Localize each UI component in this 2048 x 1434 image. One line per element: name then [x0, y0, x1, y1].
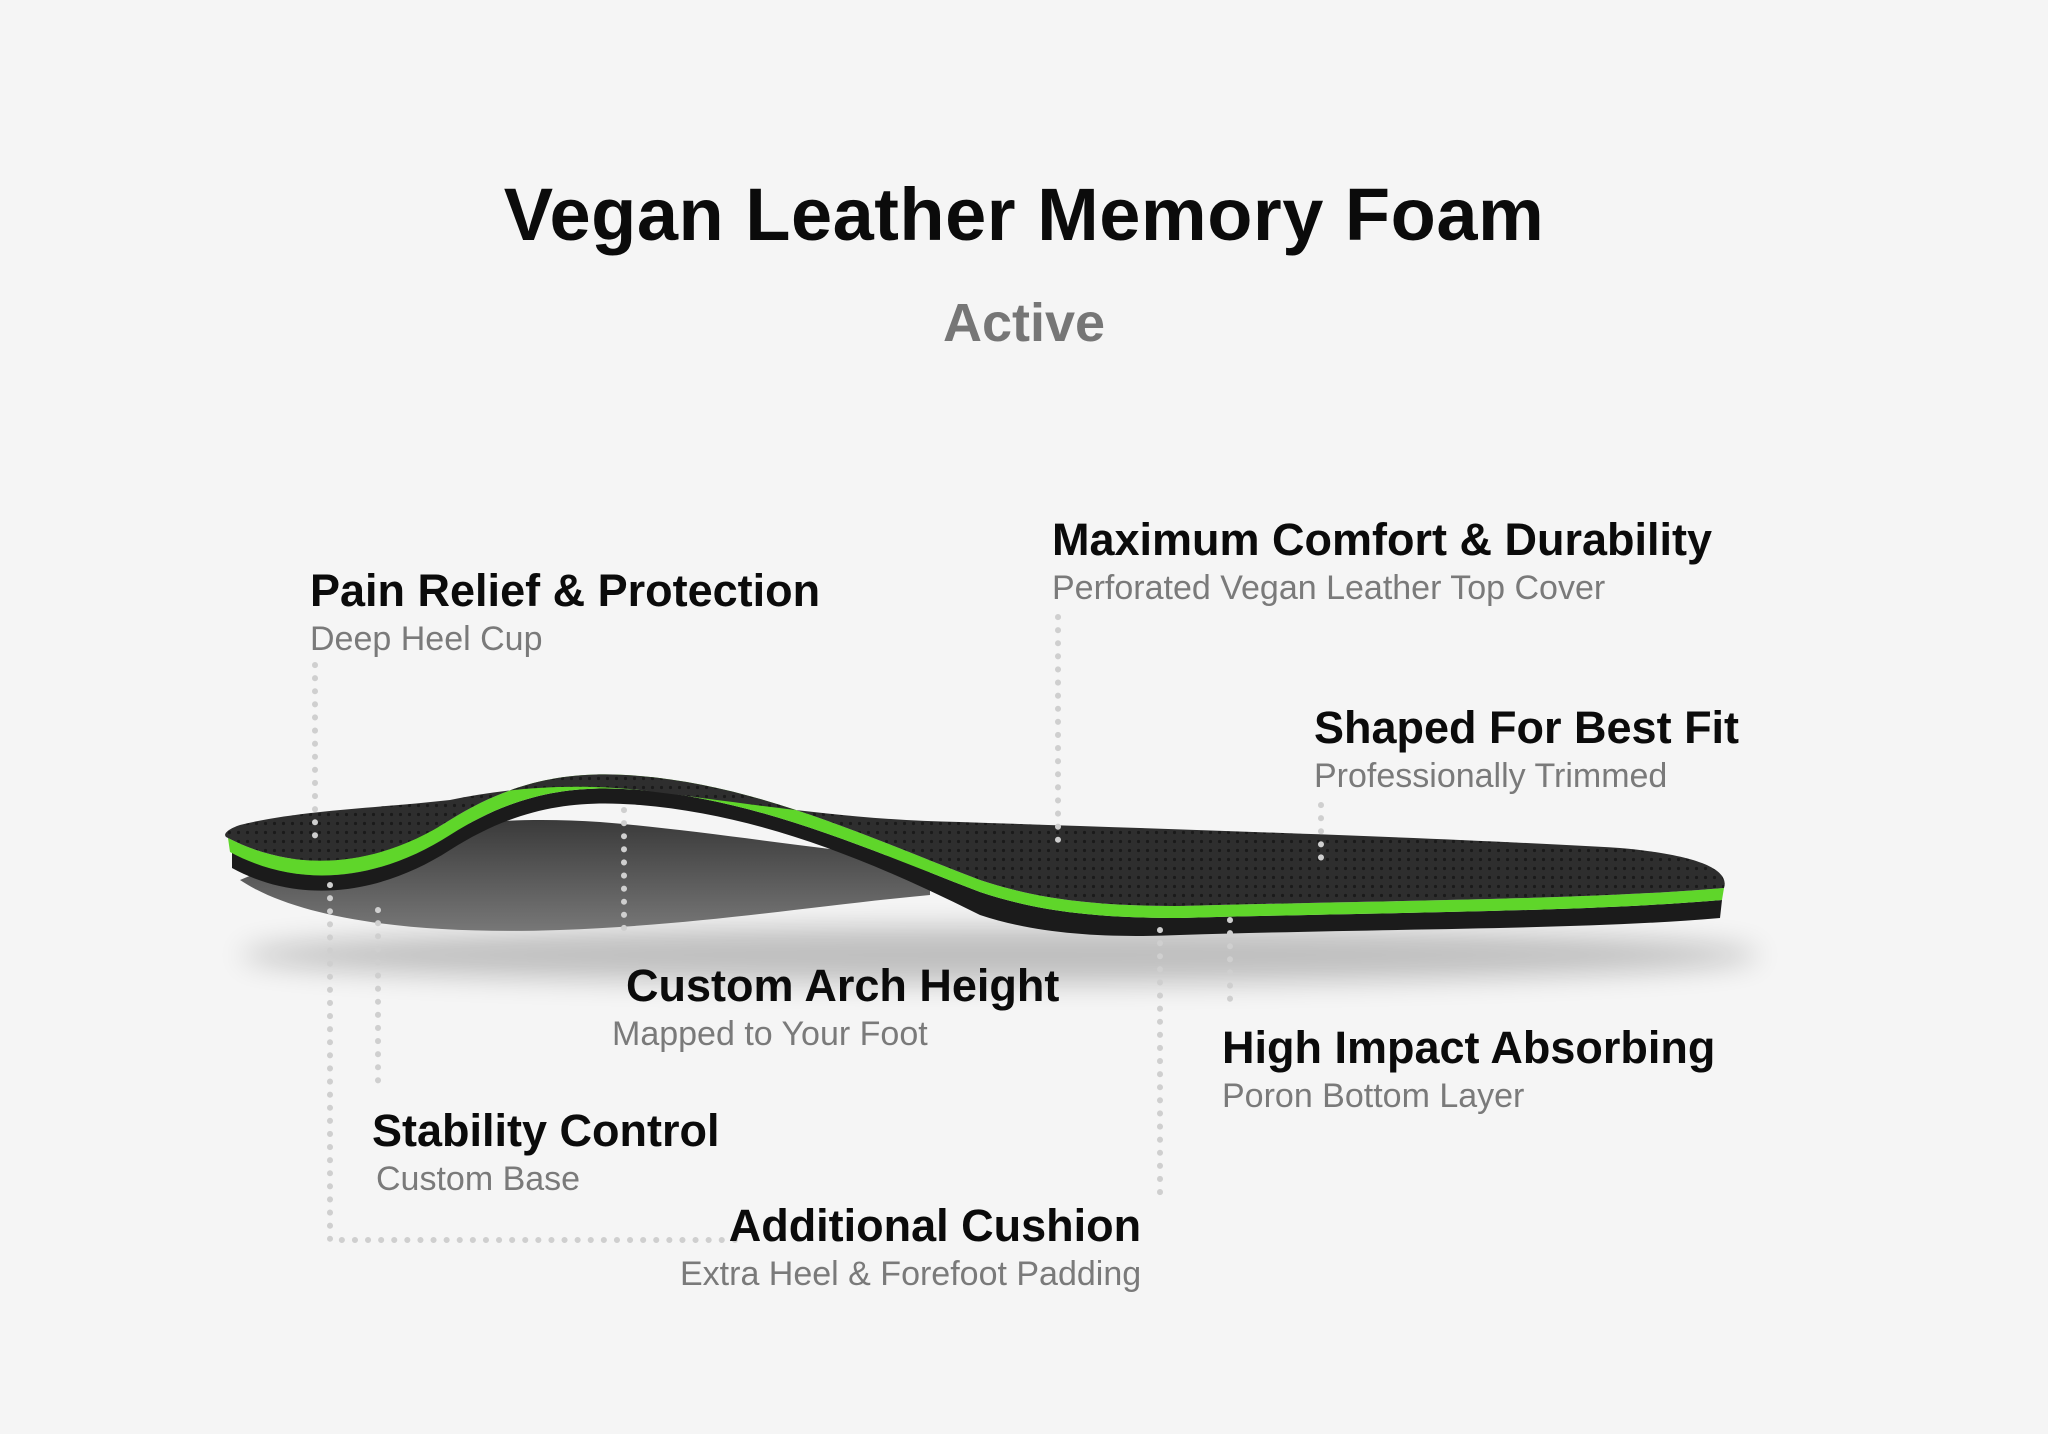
feature-high-impact: High Impact Absorbing Poron Bottom Layer	[1222, 1022, 1715, 1118]
feature-title: Pain Relief & Protection	[310, 565, 821, 616]
feature-stability: Stability Control Custom Base	[372, 1105, 720, 1201]
page-title: Vegan Leather Memory Foam	[503, 173, 1545, 256]
feature-title: High Impact Absorbing	[1222, 1022, 1716, 1073]
leader-additional-cushion	[327, 882, 738, 1243]
feature-additional-cushion: Additional Cushion Extra Heel & Forefoot…	[680, 1200, 1141, 1296]
feature-title: Maximum Comfort & Durability	[1052, 514, 1713, 565]
insole-top-cover	[225, 774, 1725, 906]
feature-title: Stability Control	[372, 1105, 720, 1156]
feature-detail: Deep Heel Cup	[310, 620, 543, 658]
feature-title: Custom Arch Height	[626, 960, 1060, 1011]
feature-detail: Perforated Vegan Leather Top Cover	[1052, 569, 1606, 607]
page-subtitle: Active	[942, 293, 1106, 353]
feature-title: Shaped For Best Fit	[1314, 702, 1740, 753]
feature-shaped-fit: Shaped For Best Fit Professionally Trimm…	[1314, 702, 1739, 798]
insole-base-layer	[232, 788, 1722, 936]
feature-detail: Poron Bottom Layer	[1222, 1077, 1525, 1115]
feature-detail: Custom Base	[376, 1160, 581, 1198]
feature-detail: Professionally Trimmed	[1314, 757, 1668, 795]
insole-shadow	[240, 927, 1760, 983]
feature-maximum-comfort: Maximum Comfort & Durability Perforated …	[1052, 514, 1712, 610]
feature-pain-relief: Pain Relief & Protection Deep Heel Cup	[310, 565, 820, 661]
feature-detail: Mapped to Your Foot	[612, 1015, 928, 1053]
feature-detail: Extra Heel & Forefoot Padding	[680, 1255, 1142, 1293]
leader-lines	[312, 614, 1324, 1243]
feature-title: Additional Cushion	[728, 1200, 1142, 1251]
feature-custom-arch: Custom Arch Height Mapped to Your Foot	[612, 960, 1060, 1056]
insole-green-foam	[228, 774, 1724, 918]
